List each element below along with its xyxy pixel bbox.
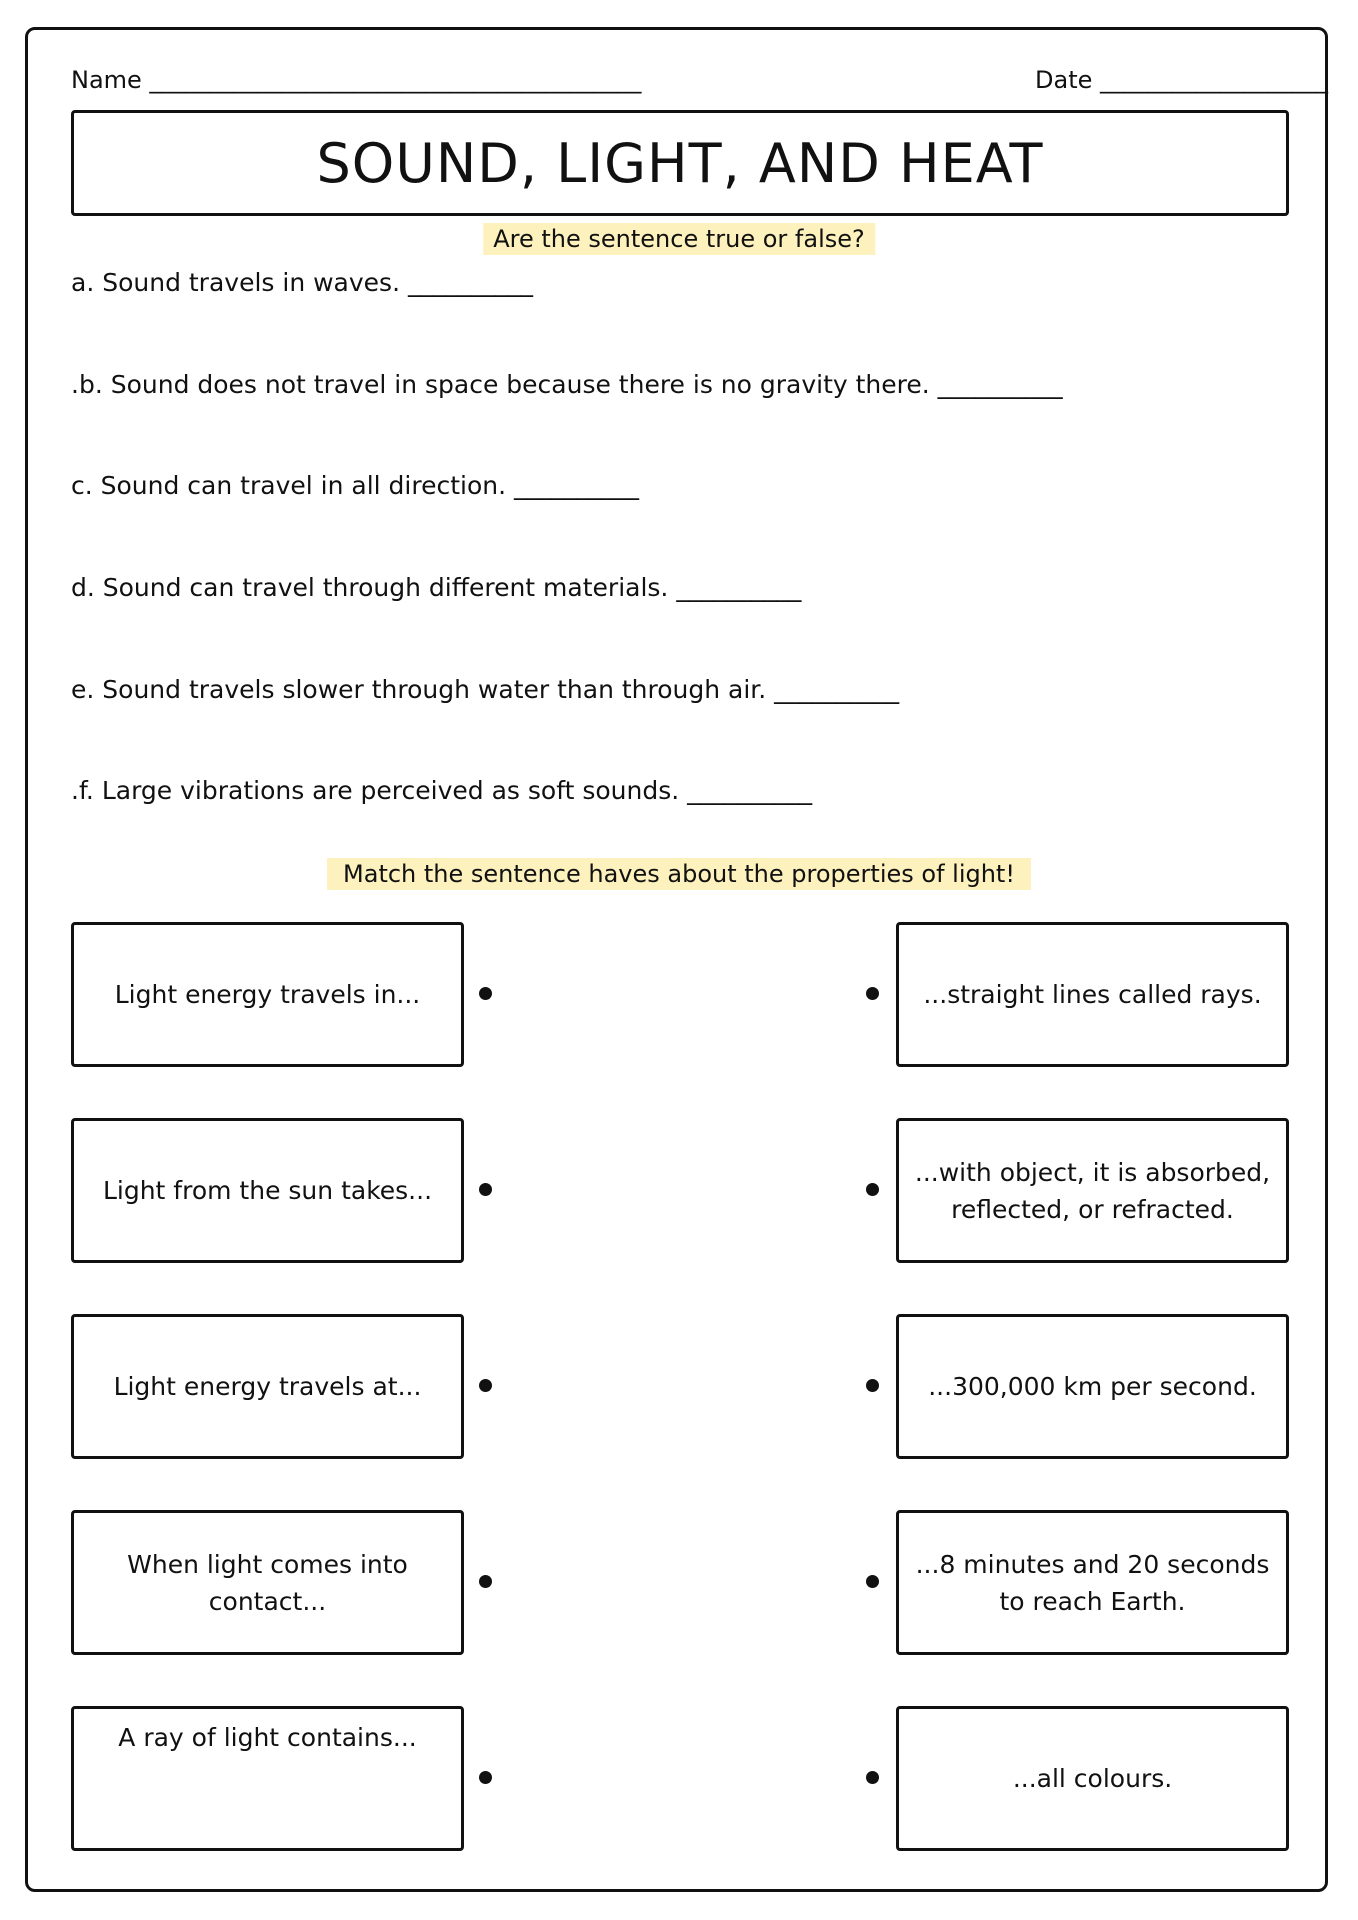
match-right-1-text: ...straight lines called rays. [923,980,1262,1009]
matching-instruction: Match the sentence haves about the prope… [327,858,1031,890]
match-left-3: Light energy travels at... [71,1314,464,1459]
match-left-4-dot[interactable] [479,1575,492,1588]
match-right-3: ...300,000 km per second. [896,1314,1289,1459]
match-right-4-text: ...8 minutes and 20 seconds to reach Ear… [915,1549,1270,1616]
match-right-3-dot[interactable] [866,1379,879,1392]
question-f[interactable]: .f. Large vibrations are perceived as so… [71,776,813,805]
match-right-3-text: ...300,000 km per second. [928,1372,1257,1401]
match-right-4: ...8 minutes and 20 seconds to reach Ear… [896,1510,1289,1655]
worksheet-frame [25,27,1328,1892]
match-left-2-text: Light from the sun takes... [102,1176,433,1205]
match-right-5: ...all colours. [896,1706,1289,1851]
date-field[interactable]: Date ___________________ [1035,66,1328,94]
match-left-1: Light energy travels in... [71,922,464,1067]
page-title: SOUND, LIGHT, AND HEAT [316,131,1044,195]
question-c[interactable]: c. Sound can travel in all direction. __… [71,471,639,500]
true-false-instruction: Are the sentence true or false? [483,223,875,255]
match-left-5-dot[interactable] [479,1771,492,1784]
match-right-2-text: ...with object, it is absorbed, reflecte… [914,1157,1271,1224]
match-right-5-text: ...all colours. [1012,1764,1173,1793]
match-left-2: Light from the sun takes... [71,1118,464,1263]
match-left-4: When light comes into contact... [71,1510,464,1655]
match-left-5: A ray of light contains... [71,1706,464,1851]
match-right-2: ...with object, it is absorbed, reflecte… [896,1118,1289,1263]
question-b[interactable]: .b. Sound does not travel in space becau… [71,370,1063,399]
match-left-1-dot[interactable] [479,987,492,1000]
match-left-3-text: Light energy travels at... [113,1372,422,1401]
match-right-1: ...straight lines called rays. [896,922,1289,1067]
question-e[interactable]: e. Sound travels slower through water th… [71,675,900,704]
match-right-2-dot[interactable] [866,1183,879,1196]
match-left-3-dot[interactable] [479,1379,492,1392]
match-left-4-text: When light comes into contact... [127,1549,408,1616]
name-field[interactable]: Name ___________________________________… [71,66,642,94]
question-d[interactable]: d. Sound can travel through different ma… [71,573,802,602]
match-right-4-dot[interactable] [866,1575,879,1588]
match-right-1-dot[interactable] [866,987,879,1000]
match-left-2-dot[interactable] [479,1183,492,1196]
match-left-1-text: Light energy travels in... [114,980,421,1009]
title-box: SOUND, LIGHT, AND HEAT [71,110,1289,216]
question-a[interactable]: a. Sound travels in waves. __________ [71,268,533,297]
match-right-5-dot[interactable] [866,1771,879,1784]
match-left-5-text: A ray of light contains... [118,1723,417,1752]
